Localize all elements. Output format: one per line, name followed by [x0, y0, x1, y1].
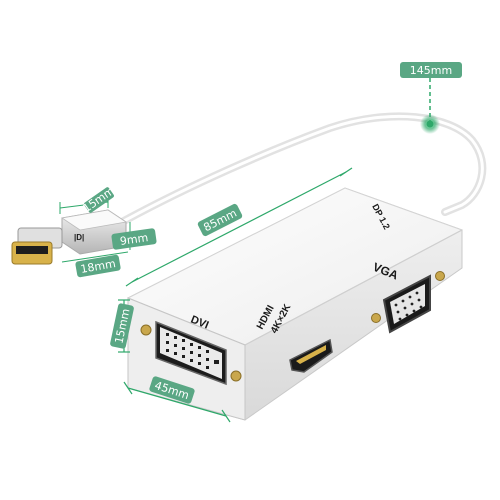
vga-port — [371, 271, 445, 334]
connector-tip-label: 15mm — [80, 184, 116, 215]
connector-width-label: 18mm — [80, 257, 117, 276]
mini-dp-symbol: |D| — [74, 233, 84, 242]
connector-thickness-label: 9mm — [119, 231, 149, 248]
mini-displayport-connector: |D| — [11, 209, 128, 265]
cable-length-label: 145mm — [410, 64, 452, 77]
dvi-port — [140, 320, 242, 386]
hdmi-port — [289, 338, 333, 373]
